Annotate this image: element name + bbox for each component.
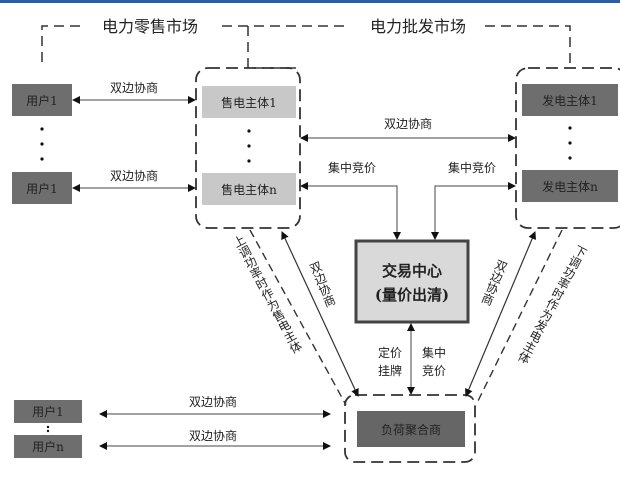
centralized-label: 集中竞价 — [448, 160, 496, 175]
bilateral-label: 双边协商 — [306, 259, 337, 310]
retail-user-1: 用户1 — [12, 84, 72, 116]
svg-text:发电主体n: 发电主体n — [542, 179, 598, 194]
svg-text:用户1: 用户1 — [32, 404, 64, 419]
wholesale-market-title: 电力批发市场 — [370, 17, 466, 36]
svg-text:售电主体1: 售电主体1 — [221, 95, 277, 110]
trading-center: 交易中心 (量价出清) — [354, 239, 470, 324]
svg-text:交易中心: 交易中心 — [382, 262, 442, 280]
retailer-group — [195, 67, 301, 229]
bilateral-label: 双边协商 — [384, 116, 432, 131]
retailer-n: 售电主体n — [202, 173, 296, 205]
load-aggregator: 负荷聚合商 — [357, 411, 465, 447]
svg-text:用户1: 用户1 — [26, 181, 58, 196]
svg-text:售电主体n: 售电主体n — [221, 182, 277, 197]
bidding-label: 竞价 — [422, 364, 446, 378]
aggregator-group — [344, 394, 476, 463]
svg-text:负荷聚合商: 负荷聚合商 — [381, 422, 441, 437]
bottom-user-1: 用户1 — [14, 400, 82, 423]
generator-n: 发电主体n — [522, 170, 618, 202]
svg-text:用户1: 用户1 — [26, 93, 58, 108]
bottom-user-n: 用户n — [14, 435, 82, 458]
centralized-label: 集中竞价 — [328, 160, 376, 175]
centralized-arrows — [300, 182, 516, 240]
svg-text:发电主体1: 发电主体1 — [542, 93, 598, 108]
bilateral-label: 双边协商 — [478, 257, 509, 308]
up-regulation-label: 上调功率时作为售电主体 — [230, 232, 305, 356]
bilateral-label: 双边协商 — [189, 394, 237, 409]
aggregator-bilateral-arrows — [99, 410, 331, 450]
bilateral-label: 双边协商 — [189, 428, 237, 443]
generator-group — [515, 67, 620, 229]
generator-1: 发电主体1 — [522, 84, 618, 116]
central-label: 集中 — [422, 345, 446, 360]
bilateral-label: 双边协商 — [110, 80, 158, 95]
retail-market-title: 电力零售市场 — [102, 17, 198, 36]
bilateral-label: 双边协商 — [110, 168, 158, 183]
retail-user-n: 用户1 — [12, 172, 72, 204]
ellipsis-dots — [40, 126, 572, 433]
diagonal-links — [249, 229, 563, 406]
top-bar — [0, 0, 620, 3]
fixed-price-label: 定价 — [378, 345, 402, 360]
listing-label: 挂牌 — [378, 364, 402, 378]
bilateral-arrows — [72, 96, 516, 192]
retailer-1: 售电主体1 — [202, 86, 296, 118]
svg-text:用户n: 用户n — [32, 439, 64, 454]
svg-text:(量价出清): (量价出清) — [375, 286, 449, 304]
